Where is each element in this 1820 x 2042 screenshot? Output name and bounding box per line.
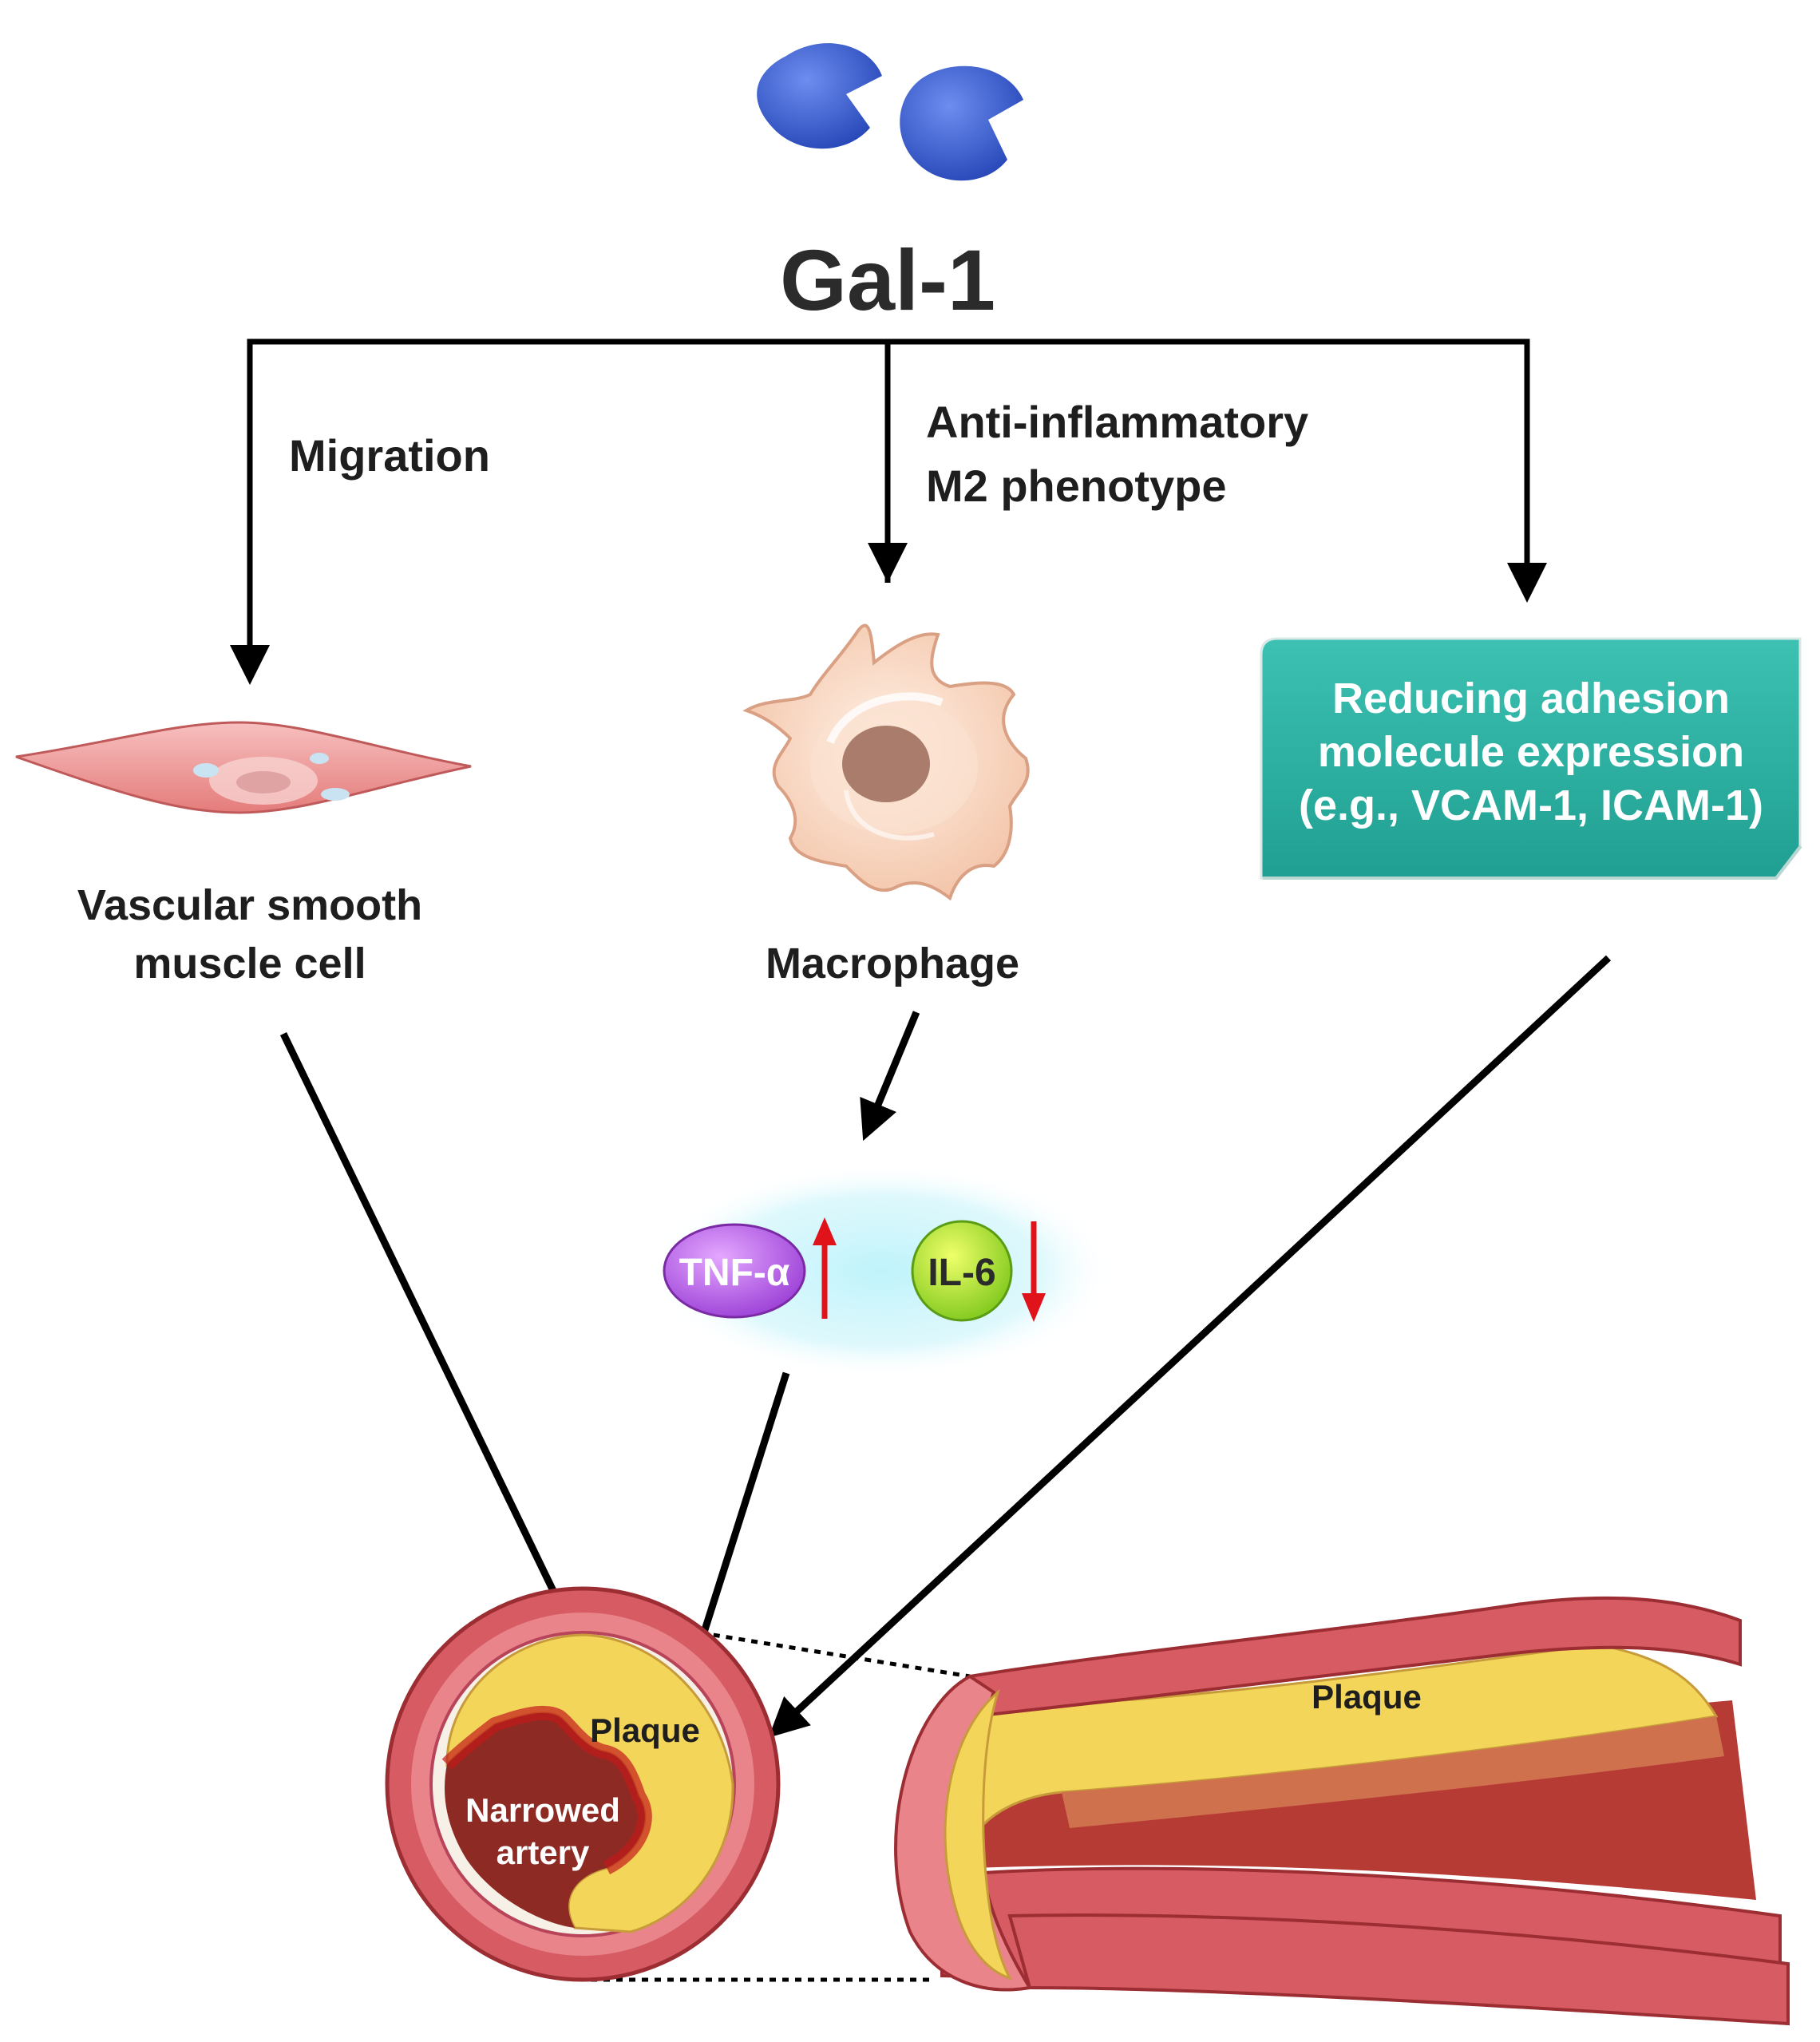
- adhesion-line2: molecule expression: [1318, 728, 1744, 776]
- branch-arrowheads: [230, 543, 1547, 685]
- anti-inflammatory-label: Anti-inflammatory: [926, 397, 1308, 447]
- narrowed-label-line1: Narrowed: [465, 1791, 620, 1829]
- cytokine-glow: [651, 1163, 1114, 1379]
- adhesion-box: [1260, 637, 1802, 880]
- artery-cross-section: [385, 1586, 781, 1982]
- plaque-label-longitudinal: Plaque: [1312, 1678, 1422, 1716]
- migration-label: Migration: [289, 430, 490, 481]
- gal1-protein-icon: [757, 43, 1023, 181]
- m2-phenotype-label: M2 phenotype: [926, 461, 1226, 511]
- il6-down-arrow-icon: [1022, 1221, 1046, 1322]
- tnf-up-arrow-icon: [813, 1217, 837, 1319]
- tnf-alpha-bubble: [663, 1223, 806, 1319]
- macrophage-cell-icon: [742, 623, 1030, 901]
- branch-connectors: [247, 338, 1530, 655]
- arrow-vsmc-to-artery: [279, 1032, 599, 1684]
- vsmc-label-line1: Vascular smooth: [77, 881, 422, 929]
- adhesion-line1: Reducing adhesion: [1332, 675, 1730, 722]
- arrow-macrophage-to-cytokines: [860, 1011, 920, 1142]
- arrowhead-adhesion: [1507, 563, 1547, 603]
- arrowhead-vsmc: [230, 645, 270, 685]
- adhesion-line3: (e.g., VCAM-1, ICAM-1): [1299, 782, 1763, 829]
- plaque-label-cross: Plaque: [590, 1712, 700, 1749]
- tnf-alpha-label: TNF-α: [679, 1252, 790, 1294]
- vsmc-cell-icon: [15, 721, 472, 814]
- il6-label: IL-6: [928, 1252, 995, 1294]
- narrowed-label-line2: artery: [497, 1834, 590, 1871]
- gal1-title: Gal-1: [780, 232, 995, 328]
- arrowhead-macrophage: [868, 543, 908, 583]
- arrow-adhesion-to-artery: [768, 955, 1612, 1738]
- macrophage-label: Macrophage: [766, 940, 1019, 987]
- vsmc-label-line2: muscle cell: [133, 940, 366, 987]
- artery-longitudinal: [894, 1596, 1790, 2026]
- il6-bubble: [911, 1220, 1013, 1322]
